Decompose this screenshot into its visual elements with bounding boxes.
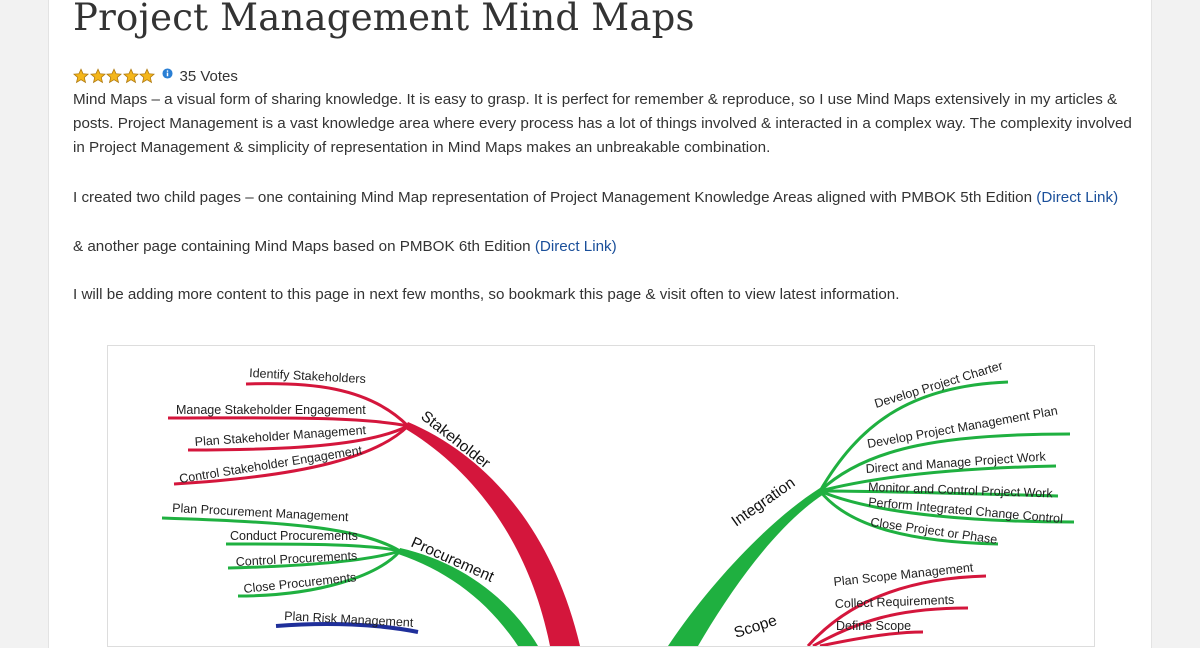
star-icon[interactable] xyxy=(139,68,155,84)
page-title: Project Management Mind Maps xyxy=(73,0,695,39)
mind-map-svg: Identify Stakeholders Manage Stakeholder… xyxy=(161,358,1075,646)
pmbok6-paragraph: & another page containing Mind Maps base… xyxy=(73,235,1133,259)
stakeholder-branch xyxy=(404,422,580,646)
branch-line xyxy=(245,382,410,428)
integration-branch xyxy=(668,488,824,646)
mindmap-label: Control Procurements xyxy=(235,549,357,569)
mindmap-label: Conduct Procurements xyxy=(230,529,358,543)
article-card: Project Management Mind Maps 35 Votes Mi… xyxy=(48,0,1152,648)
star-rating[interactable] xyxy=(73,68,156,84)
intro-paragraph: Mind Maps – a visual form of sharing kno… xyxy=(73,91,1132,156)
mindmap-label: Plan Scope Management xyxy=(833,560,975,589)
branch-line xyxy=(818,432,1071,493)
star-icon[interactable] xyxy=(122,68,139,84)
pmbok6-direct-link[interactable]: (Direct Link) xyxy=(534,238,617,255)
procurement-branch xyxy=(398,548,538,646)
pmbok5-direct-link[interactable]: (Direct Link) xyxy=(1036,189,1119,206)
branch-line xyxy=(167,416,409,428)
branch-line xyxy=(818,490,999,546)
mindmap-label: Plan Stakeholder Management xyxy=(194,423,367,449)
mindmap-label: Monitor and Control Project Work xyxy=(868,480,1054,500)
mindmap-label: Collect Requirements xyxy=(835,593,955,611)
branch-line xyxy=(819,489,1059,498)
branch-line xyxy=(819,464,1057,493)
pmbok6-text: & another page containing Mind Maps base… xyxy=(73,238,535,255)
branch-label-scope: Scope xyxy=(732,612,779,642)
mindmap-label: Identify Stakeholders xyxy=(249,366,366,386)
branch-line xyxy=(225,542,401,553)
mindmap-label: Plan Risk Management xyxy=(284,609,414,630)
star-icon[interactable] xyxy=(73,68,89,84)
child-pages-text: I created two child pages – one containi… xyxy=(73,189,1037,206)
votes-count: 35 Votes xyxy=(179,67,238,85)
mindmap-label: Define Scope xyxy=(836,619,911,633)
branch-line xyxy=(237,550,402,598)
bookmark-paragraph: I will be adding more content to this pa… xyxy=(73,286,900,303)
star-icon[interactable] xyxy=(89,68,106,84)
mindmap-label: Manage Stakeholder Engagement xyxy=(176,403,366,417)
rating-widget: 35 Votes xyxy=(73,66,238,86)
branch-line xyxy=(227,549,401,570)
mind-map-image: Identify Stakeholders Manage Stakeholder… xyxy=(107,345,1095,647)
star-icon[interactable] xyxy=(106,68,122,84)
branch-line xyxy=(161,516,401,553)
child-pages-paragraph: I created two child pages – one containi… xyxy=(73,186,1133,210)
info-icon[interactable] xyxy=(161,67,173,79)
branch-line xyxy=(819,489,1075,524)
branch-line xyxy=(187,424,409,452)
branch-line xyxy=(173,424,410,486)
branch-line xyxy=(818,380,1009,492)
